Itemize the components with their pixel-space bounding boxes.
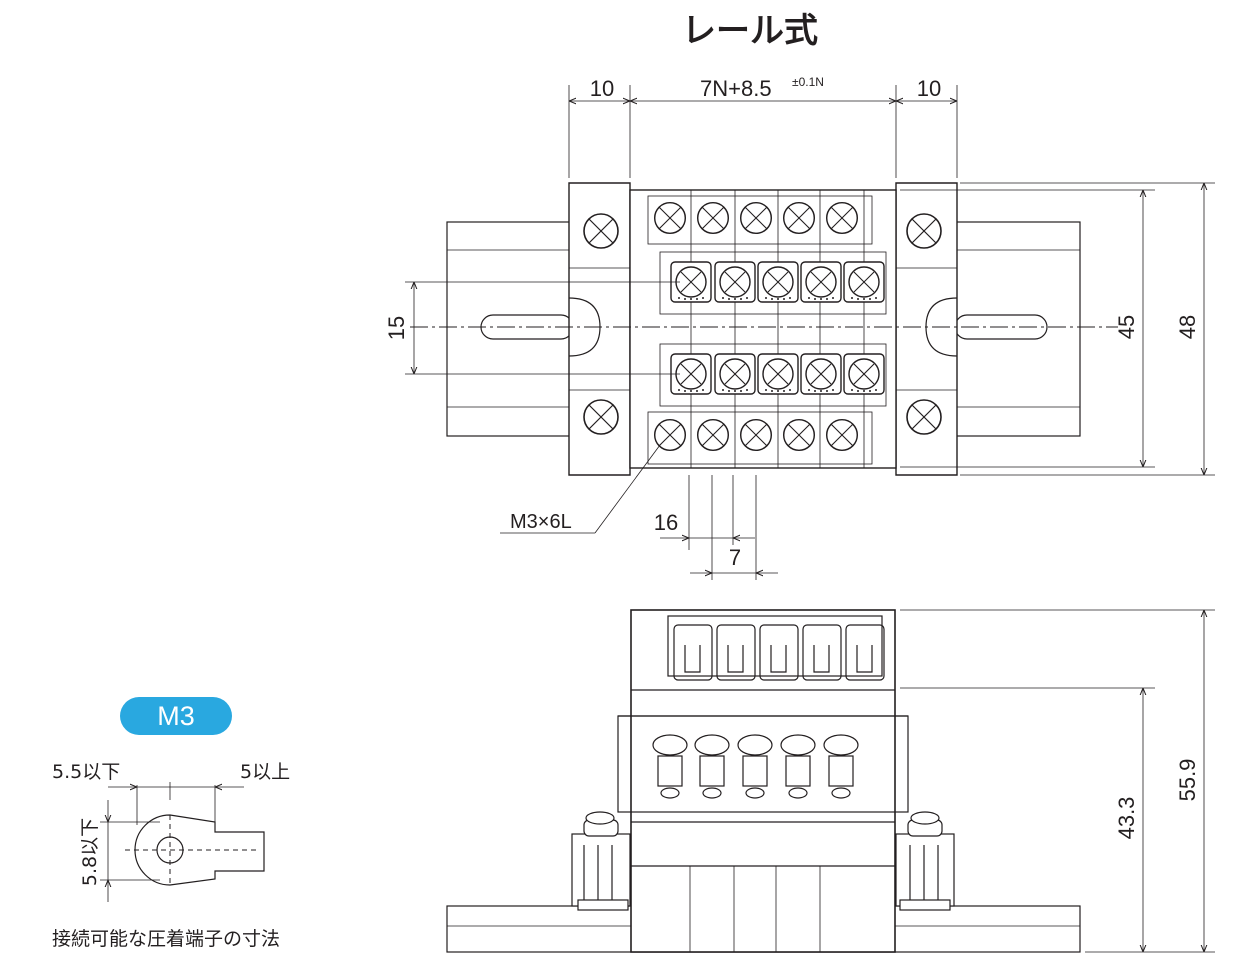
dim-top-left: 10 — [590, 76, 614, 101]
screw-row-2 — [670, 261, 885, 303]
side-upper-terminals — [673, 624, 885, 681]
dim-pitch-7: 7 — [729, 545, 741, 570]
m3-badge — [120, 697, 232, 735]
screw-row-3 — [670, 353, 885, 395]
crimp-terminal-shape — [134, 814, 265, 886]
dim-side-height-outer: 55.9 — [1175, 759, 1200, 802]
dim-center-gap: 15 — [384, 316, 409, 340]
side-lower-terminals — [652, 734, 859, 799]
screw-size-label: M3×6L — [510, 511, 572, 533]
side-view: 43.3 55.9 — [446, 609, 1215, 953]
spec-left-dim: 5.5以下 — [52, 761, 120, 783]
side-end-clamp-right — [895, 811, 955, 911]
spec-right-dim: 5以上 — [240, 761, 290, 783]
spec-caption: 接続可能な圧着端子の寸法 — [52, 928, 280, 950]
m3-badge-label: M3 — [157, 701, 195, 731]
crimp-terminal-spec: M3 5.5以下 5以上 5.8以下 接続可能な圧着端子の寸法 — [52, 697, 290, 950]
dim-top-right: 10 — [917, 76, 941, 101]
terminal-body-side — [630, 609, 896, 953]
dim-pitch-16: 16 — [654, 510, 678, 535]
dim-side-height-inner: 43.3 — [1114, 797, 1139, 840]
spec-vertical-dim: 5.8以下 — [79, 818, 101, 886]
dim-top-middle-tolerance: ±0.1N — [792, 75, 824, 89]
dim-top-middle: 7N+8.5 — [700, 76, 772, 101]
dim-height-inner: 45 — [1114, 315, 1139, 339]
drawing-title: レール式 — [682, 11, 818, 51]
side-end-clamp-left — [571, 811, 631, 911]
top-view: 10 7N+8.5 ±0.1N 10 45 48 15 M3×6L — [384, 75, 1215, 580]
dim-height-outer: 48 — [1175, 315, 1200, 339]
